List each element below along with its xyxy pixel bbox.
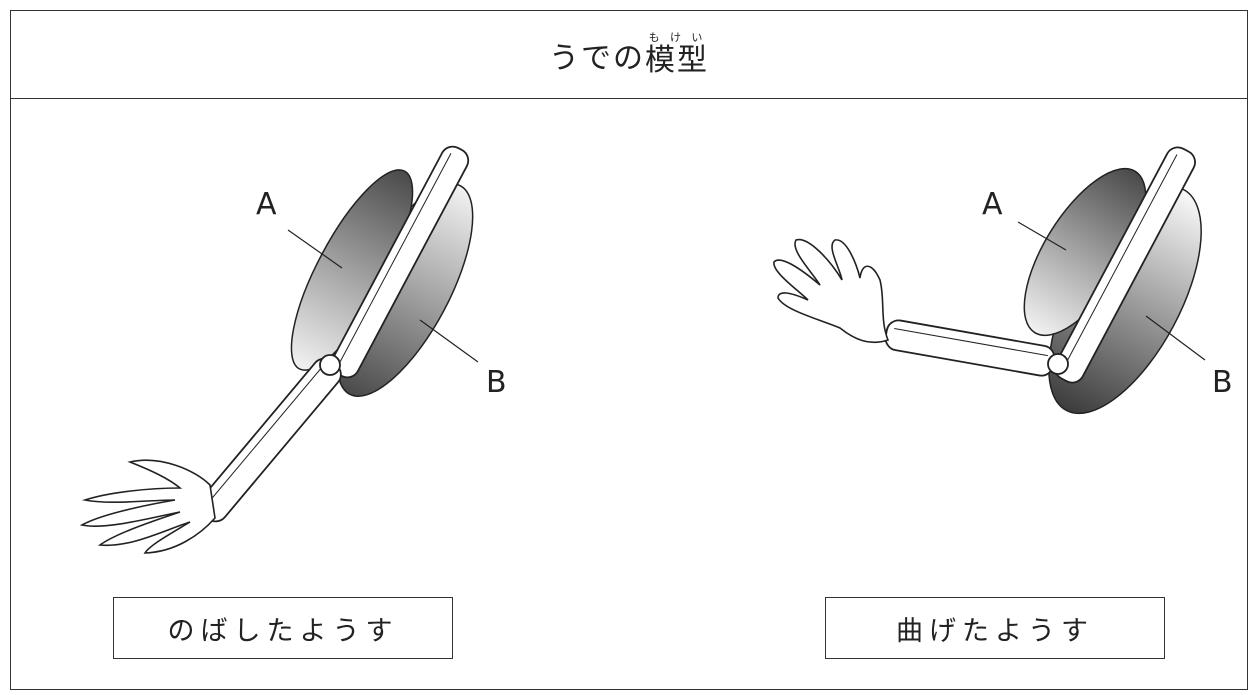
title-kanji: 模型 — [645, 43, 709, 78]
extended-pointer-a — [287, 229, 343, 269]
bent-label-a: A — [982, 187, 1003, 222]
extended-forearm — [198, 357, 342, 523]
title-prefix: うでの — [549, 41, 645, 76]
bent-label-b: B — [1212, 365, 1233, 400]
bent-caption-box: 曲げたようす — [825, 597, 1165, 659]
extended-caption-box: のばしたようす — [113, 597, 453, 659]
extended-label-a: A — [256, 187, 277, 222]
bent-pointer-b — [1145, 315, 1206, 361]
bent-elbow-joint — [1047, 353, 1069, 375]
extended-label-b: B — [486, 365, 507, 400]
extended-hand — [79, 459, 216, 554]
extended-arm-diagram: A B — [79, 145, 507, 554]
bent-arm-diagram: A B — [773, 146, 1233, 415]
bent-pointer-a — [1017, 221, 1067, 251]
extended-elbow-joint — [319, 354, 341, 376]
title-kanji-with-ruby: 模型もけい — [645, 31, 709, 79]
title-ruby: もけい — [645, 31, 709, 44]
extended-caption: のばしたようす — [167, 615, 399, 647]
bent-hand — [773, 238, 890, 344]
bent-upper-arm — [1054, 146, 1196, 384]
bent-caption: 曲げたようす — [896, 615, 1094, 647]
title-header: うでの 模型もけい — [11, 11, 1247, 99]
extended-pointer-b — [419, 319, 479, 363]
title-area: うでの 模型もけい — [11, 11, 1247, 99]
